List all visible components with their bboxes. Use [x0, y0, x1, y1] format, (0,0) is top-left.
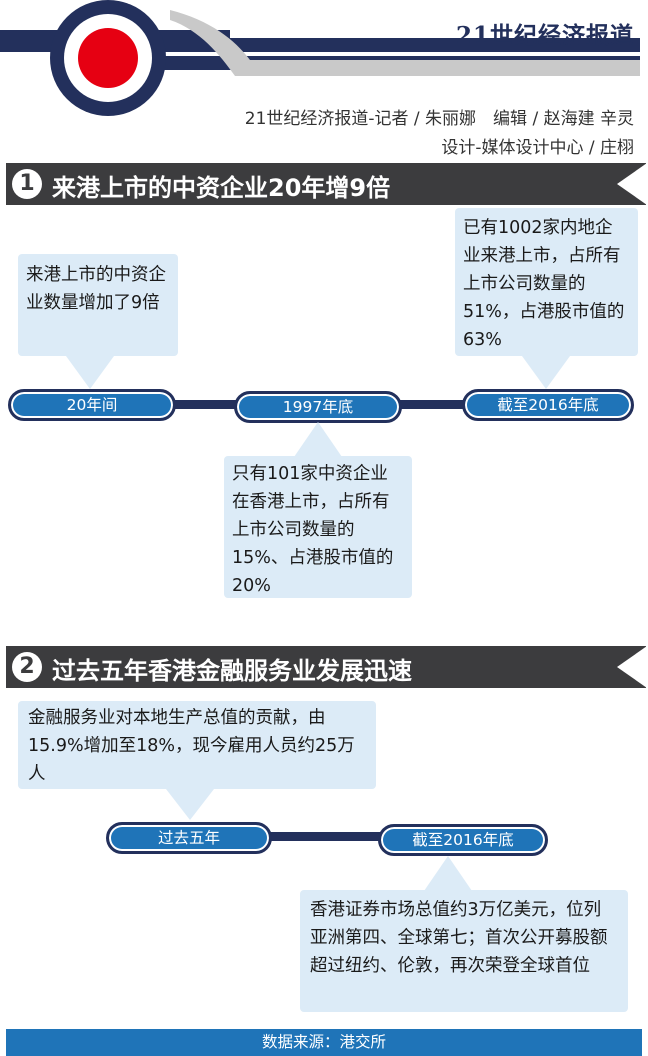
section-2-title: 过去五年香港金融服务业发展迅速: [52, 657, 412, 685]
timeline-2-marker-2016: 截至2016年底: [378, 824, 548, 856]
roundel-logo: [0, 0, 640, 116]
timeline-1-marker-2016: 截至2016年底: [462, 389, 634, 421]
credit-line-1: 21世纪经济报道-记者 / 朱丽娜 编辑 / 赵海建 辛灵: [244, 109, 634, 129]
callout-2016: 已有1002家内地企业来港上市，占所有上市公司数量的51%，占港股市值的63%: [455, 208, 638, 356]
callout-1997: 只有101家中资企业在香港上市，占所有上市公司数量的15%、占港股市值的20%: [224, 456, 412, 598]
section-1-title: 来港上市的中资企业20年增9倍: [52, 174, 391, 202]
brand-name: 21世纪经济报道: [455, 22, 634, 49]
timeline-2-marker-past-five-years: 过去五年: [106, 822, 272, 854]
callout-pointer: [294, 422, 342, 457]
callout-2016-securities: 香港证券市场总值约3万亿美元，位列亚洲第四、全球第七；首次公开募股额超过纽约、伦…: [300, 890, 628, 1012]
section-2-header: 2 过去五年香港金融服务业发展迅速: [6, 646, 647, 688]
timeline-1-marker-1997: 1997年底: [234, 391, 402, 423]
section-2-number: 2: [12, 652, 42, 682]
callout-pointer: [424, 856, 472, 891]
callout-pointer: [166, 789, 214, 820]
callout-20-years: 来港上市的中资企业数量增加了9倍: [18, 254, 178, 356]
section-1-number: 1: [12, 169, 42, 199]
timeline-1-marker-20-years: 20年间: [8, 389, 176, 421]
callout-past-five-years: 金融服务业对本地生产总值的贡献，由15.9%增加至18%，现今雇用人员约25万人: [18, 701, 376, 789]
credit-line-2: 设计-媒体设计中心 / 庄栩: [441, 138, 634, 158]
data-source: 数据来源：港交所: [6, 1029, 642, 1056]
timeline-2-line: [110, 832, 530, 841]
callout-pointer: [66, 356, 114, 389]
callout-pointer: [522, 356, 570, 389]
section-1-header: 1 来港上市的中资企业20年增9倍: [6, 163, 647, 205]
